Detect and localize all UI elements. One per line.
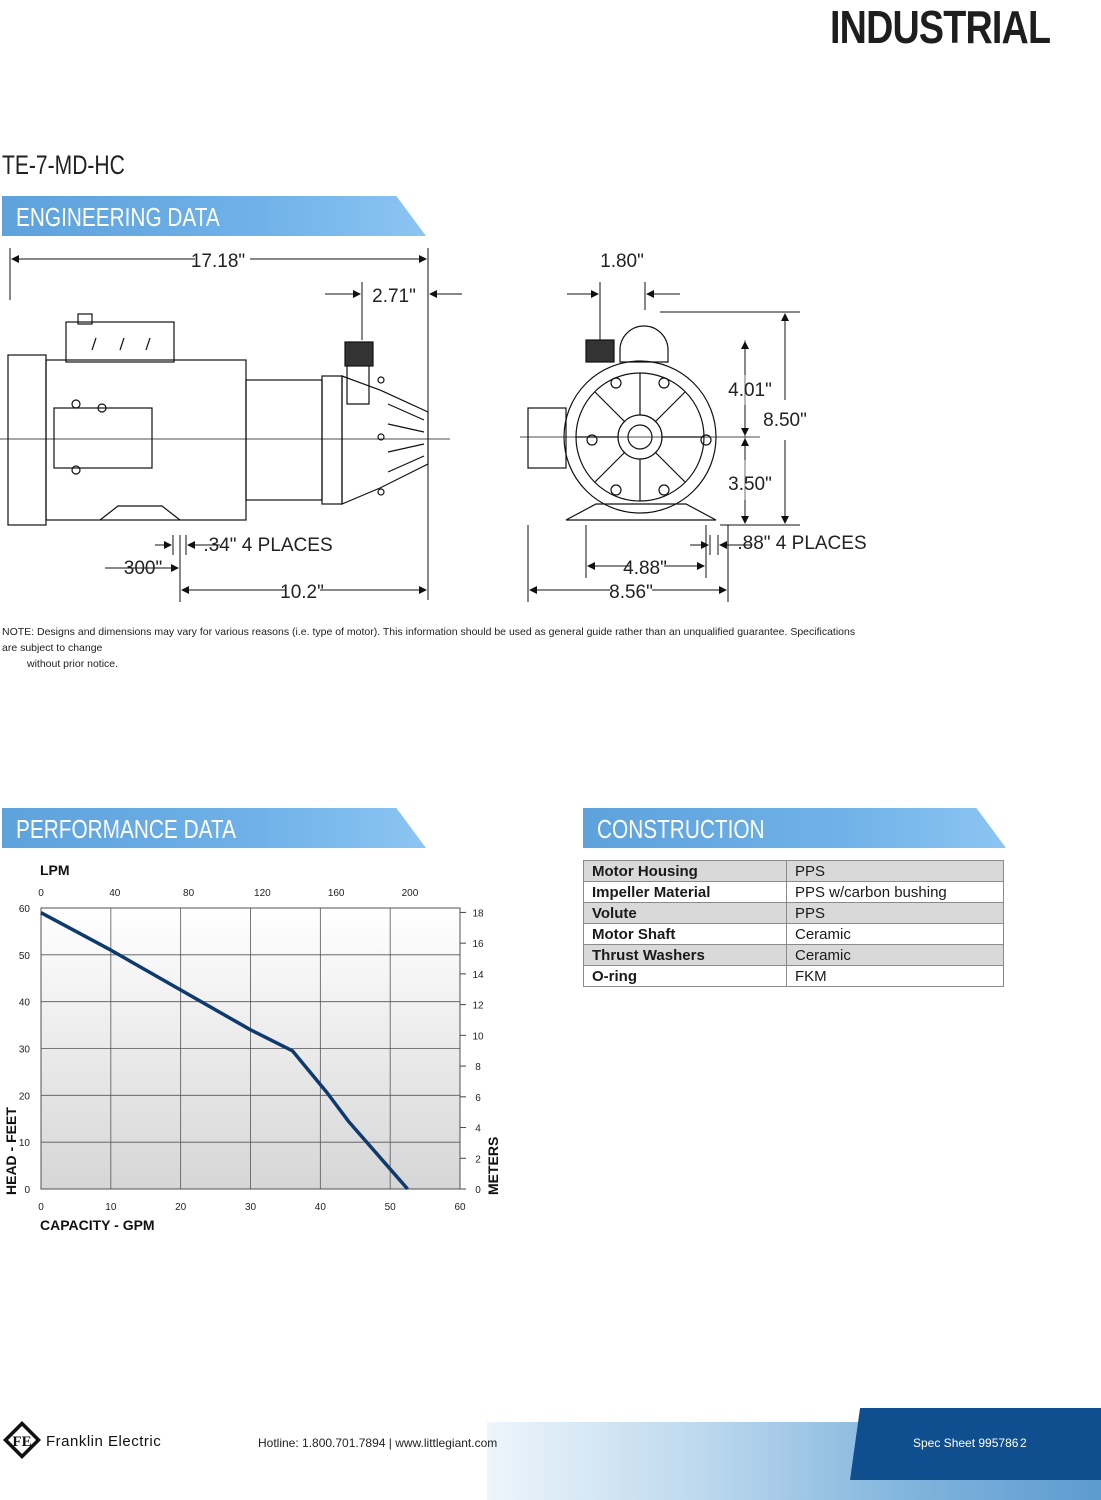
- y2-tick-label: 2: [475, 1154, 481, 1165]
- x-tick-label: 40: [315, 1202, 327, 1213]
- y-tick-label: 50: [19, 951, 31, 962]
- dim-overall-length: 17.18": [191, 251, 245, 272]
- y-tick-label: 40: [19, 998, 31, 1009]
- franklin-logo-icon: FE: [3, 1421, 41, 1459]
- construction-table: Motor Housing PPS Impeller Material PPS …: [583, 860, 1004, 987]
- construction-label: Motor Shaft: [583, 923, 787, 945]
- x2-tick-label: 120: [254, 888, 271, 899]
- side-view-drawing: [0, 313, 450, 526]
- left-axis-label: HEAD - FEET: [3, 1107, 19, 1195]
- x-tick-label: 30: [245, 1202, 257, 1213]
- y2-tick-label: 0: [475, 1185, 481, 1196]
- x2-tick-label: 80: [183, 888, 195, 899]
- dim-base-width-inner: 4.88": [623, 558, 667, 579]
- note-line-2: without prior notice.: [27, 658, 119, 670]
- front-view-drawing: [520, 325, 760, 521]
- construction-section-header: CONSTRUCTION: [583, 808, 1006, 848]
- dim-outlet-height: 4.01": [728, 380, 772, 401]
- x-tick-label: 50: [385, 1202, 397, 1213]
- table-row: Motor Housing PPS: [583, 860, 1004, 882]
- x-tick-label: 10: [105, 1202, 117, 1213]
- x2-tick-label: 160: [328, 888, 345, 899]
- construction-label: Volute: [583, 902, 787, 924]
- construction-label: Thrust Washers: [583, 944, 787, 966]
- y-tick-label: 10: [19, 1138, 31, 1149]
- x2-tick-label: 40: [109, 888, 121, 899]
- model-number: TE-7-MD-HC: [2, 150, 125, 180]
- y2-tick-label: 16: [472, 939, 484, 950]
- dim-inlet-offset: 2.71": [372, 286, 416, 307]
- y2-tick-label: 4: [475, 1124, 481, 1135]
- x-tick-label: 60: [454, 1202, 466, 1213]
- footer-contact[interactable]: Hotline: 1.800.701.7894 | www.littlegian…: [258, 1436, 498, 1450]
- construction-value: Ceramic: [786, 944, 1004, 966]
- y2-tick-label: 18: [472, 908, 484, 919]
- performance-section-header: PERFORMANCE DATA: [2, 808, 426, 848]
- bottom-axis-label: CAPACITY - GPM: [40, 1217, 155, 1233]
- dim-mount-hole: .34" 4 PLACES: [203, 535, 332, 556]
- dim-base-width: 8.56": [609, 582, 653, 603]
- category-title: INDUSTRIAL: [830, 1, 1051, 53]
- construction-value: PPS w/carbon bushing: [786, 881, 1004, 903]
- table-row: Motor Shaft Ceramic: [583, 923, 1004, 945]
- y2-tick-label: 6: [475, 1093, 481, 1104]
- dim-front-offset: 1.80": [600, 251, 644, 272]
- svg-text:FE: FE: [12, 1434, 31, 1450]
- table-row: Volute PPS: [583, 902, 1004, 924]
- construction-label: Motor Housing: [583, 860, 787, 882]
- dim-overall-height: 8.50": [763, 410, 807, 431]
- y2-tick-label: 12: [472, 1001, 484, 1012]
- y2-tick-label: 14: [472, 970, 484, 981]
- engineering-section-header: ENGINEERING DATA: [2, 196, 426, 236]
- x2-tick-label: 200: [402, 888, 419, 899]
- table-row: Impeller Material PPS w/carbon bushing: [583, 881, 1004, 903]
- engineering-drawing: 17.18" 2.71" 1.80" 4.01" 8.50" 3.50" .34…: [0, 248, 867, 603]
- company-name: Franklin Electric: [46, 1433, 162, 1450]
- y2-tick-label: 10: [472, 1031, 484, 1042]
- construction-section-title: CONSTRUCTION: [597, 814, 765, 844]
- table-row: Thrust Washers Ceramic: [583, 944, 1004, 966]
- engineering-section-title: ENGINEERING DATA: [16, 202, 220, 232]
- construction-value: FKM: [786, 965, 1004, 987]
- pump-curve-line: [40, 911, 409, 1191]
- note-line-1: NOTE: Designs and dimensions may vary fo…: [2, 626, 856, 654]
- y-tick-label: 60: [19, 904, 31, 915]
- y2-tick-label: 8: [475, 1062, 481, 1073]
- y-tick-label: 30: [19, 1045, 31, 1056]
- construction-value: PPS: [786, 902, 1004, 924]
- right-axis-label: METERS: [485, 1137, 501, 1195]
- x-tick-label: 20: [175, 1202, 187, 1213]
- engineering-note: NOTE: Designs and dimensions may vary fo…: [2, 624, 862, 672]
- y-tick-label: 0: [24, 1185, 30, 1196]
- table-row: O-ring FKM: [583, 965, 1004, 987]
- dim-base-length: 10.2": [280, 582, 324, 603]
- construction-label: O-ring: [583, 965, 787, 987]
- spec-sheet-number: Spec Sheet 995786: [913, 1436, 1019, 1450]
- dim-foot-hole: .88" 4 PLACES: [737, 533, 866, 554]
- x-tick-label: 0: [38, 1202, 44, 1213]
- footer-spec-panel: [850, 1408, 1101, 1480]
- performance-section-title: PERFORMANCE DATA: [16, 814, 236, 844]
- page-number: 2: [1020, 1436, 1027, 1450]
- construction-value: PPS: [786, 860, 1004, 882]
- x2-tick-label: 0: [38, 888, 44, 899]
- dim-shaft-height: 3.50": [728, 474, 772, 495]
- construction-label: Impeller Material: [583, 881, 787, 903]
- top-axis-label: LPM: [40, 862, 70, 878]
- construction-value: Ceramic: [786, 923, 1004, 945]
- dim-foot-offset: 300": [124, 558, 162, 579]
- y-tick-label: 20: [19, 1091, 31, 1102]
